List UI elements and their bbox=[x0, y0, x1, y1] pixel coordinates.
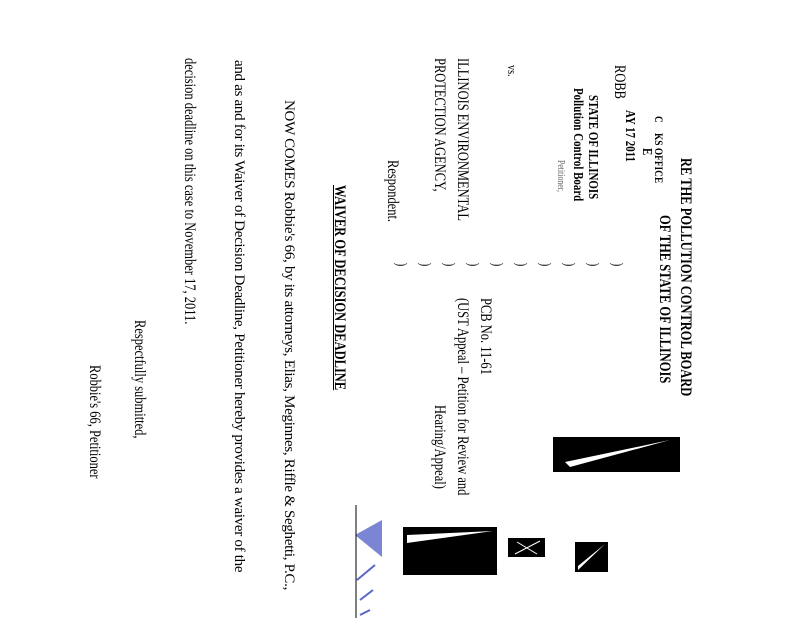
redacted-signature-block bbox=[403, 527, 497, 575]
redacted-signature-block bbox=[575, 542, 608, 572]
closing: Respectfully submitted, bbox=[131, 320, 148, 439]
caption-paren: ) bbox=[417, 262, 433, 267]
petitioner-name: ROBB bbox=[611, 65, 628, 99]
stamp-e: E bbox=[639, 148, 654, 156]
redacted-signature-block bbox=[553, 437, 680, 472]
document-heading: WAIVER OF DECISION DEADLINE bbox=[331, 185, 348, 391]
caption-paren: ) bbox=[441, 262, 457, 267]
body-line1: NOW COMES Robbie's 66, by its attorneys,… bbox=[281, 100, 297, 591]
respondent-line2: PROTECTION AGENCY, bbox=[431, 58, 448, 192]
signatory: Robbie's 66, Petitioner bbox=[86, 365, 103, 479]
respondent-line1: ILLINOIS ENVIRONMENTAL bbox=[454, 58, 471, 221]
caption-paren: ) bbox=[561, 262, 577, 267]
caption-paren: ) bbox=[585, 262, 601, 267]
caption-paren: ) bbox=[513, 262, 529, 267]
board-subtitle: OF THE STATE OF ILLINOIS bbox=[656, 215, 673, 384]
stamp-date: AY 17 2011 bbox=[622, 110, 637, 162]
body-line2: and as and for its Waiver of Decision De… bbox=[231, 60, 247, 573]
caption-paren: ) bbox=[537, 262, 553, 267]
stamp-board: Pollution Control Board bbox=[570, 88, 585, 202]
case-type-line1: (UST Appeal – Petition for Review and bbox=[454, 298, 471, 496]
case-type-line2: Hearing/Appeal) bbox=[431, 405, 448, 489]
stamp-state: STATE OF ILLINOIS bbox=[585, 95, 600, 200]
caption-paren: ) bbox=[489, 262, 505, 267]
stamp-office: KS OFFICE bbox=[652, 133, 666, 184]
respondent-label: Respondent. bbox=[384, 160, 401, 223]
caption-paren: ) bbox=[609, 262, 625, 267]
signature-mark-icon bbox=[355, 505, 382, 618]
caption-paren: ) bbox=[465, 262, 481, 267]
petitioner-label: Petitioner, bbox=[555, 160, 566, 192]
caption-paren: ) bbox=[393, 262, 409, 267]
body-line3: decision deadline on this case to Novemb… bbox=[181, 58, 198, 325]
redacted-signature-block bbox=[508, 538, 545, 557]
board-title: RE THE POLLUTION CONTROL BOARD bbox=[677, 158, 694, 397]
stamp-c: C bbox=[652, 116, 666, 123]
case-number: PCB No. 11-61 bbox=[477, 298, 494, 375]
versus: vs. bbox=[505, 65, 520, 77]
